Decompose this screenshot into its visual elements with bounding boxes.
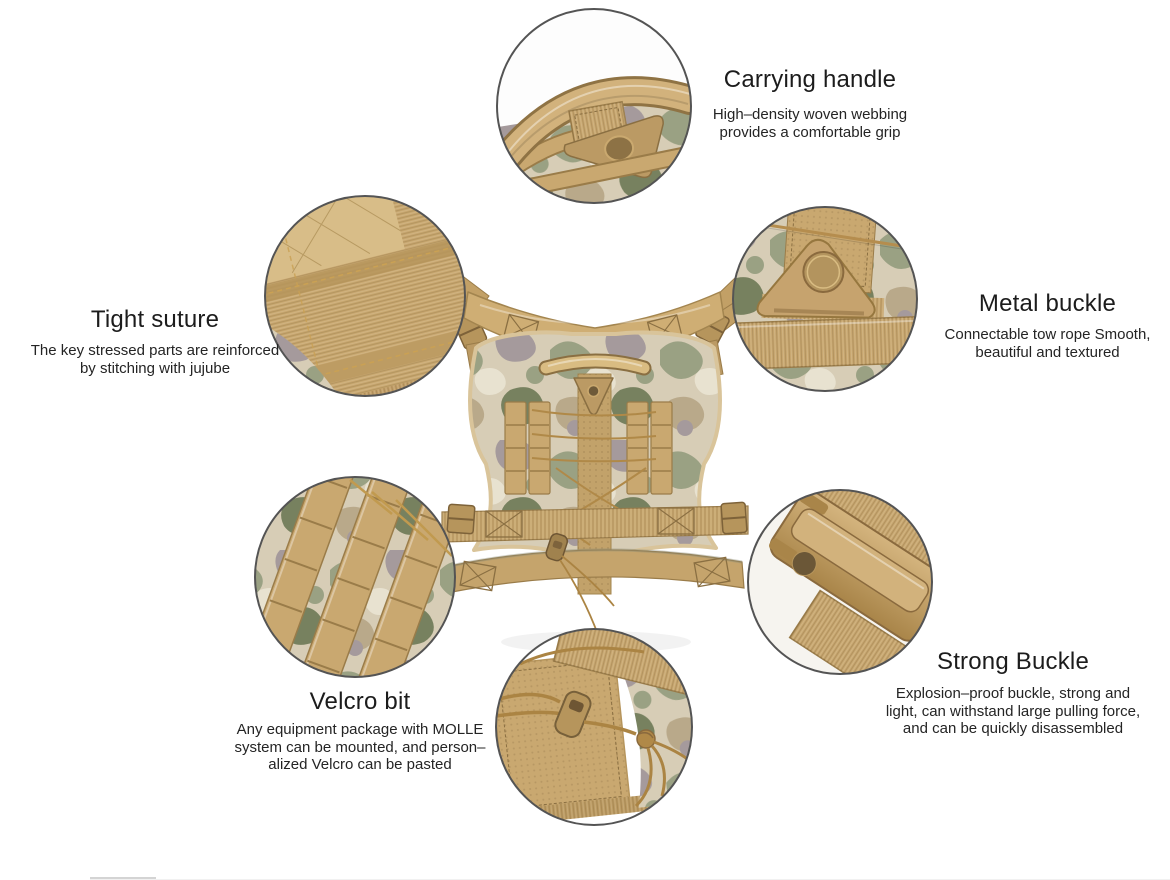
molle-columns [504,401,673,495]
callout-metal-buckle: Metal buckle Connectable tow rope Smooth… [905,290,1170,361]
detail-circle-border [732,206,918,392]
callout-desc-tight-suture: The key stressed parts are reinforced by… [30,342,280,377]
callout-title-metal-buckle: Metal buckle [978,290,1117,317]
bottom-crop-line [90,877,156,879]
detail-circle-border [254,476,456,678]
detail-circle-border [747,489,933,675]
callout-tight-suture: Tight suture The key stressed parts are … [10,306,300,377]
velcro-molle-closeup [255,477,455,677]
callout-title-tight-suture: Tight suture [90,306,220,333]
callout-velcro-bit: Velcro bit Any equipment package with MO… [215,688,505,774]
callout-desc-metal-buckle: Connectable tow rope Smooth, beautiful a… [944,326,1151,361]
callout-title-strong-buckle: Strong Buckle [936,648,1089,675]
callout-carrying-handle: Carrying handle High–density woven webbi… [660,66,960,141]
callout-desc-strong-buckle: Explosion–proof buckle, strong and light… [885,685,1141,737]
metal-buckle-closeup [733,207,917,391]
callout-title-velcro-bit: Velcro bit [309,688,411,715]
cord-lock [545,533,569,562]
callout-desc-carrying-handle: High–density woven webbing provides a co… [712,106,908,141]
callout-desc-velcro-bit: Any equipment package with MOLLE system … [234,721,486,773]
callout-strong-buckle: Strong Buckle Explosion–proof buckle, st… [868,648,1158,738]
detail-circle-border [496,8,692,204]
detail-circle-border [495,628,693,826]
tactical-vest-photo [441,267,757,657]
callout-title-carrying-handle: Carrying handle [723,66,897,93]
detail-circle-border [264,195,466,397]
